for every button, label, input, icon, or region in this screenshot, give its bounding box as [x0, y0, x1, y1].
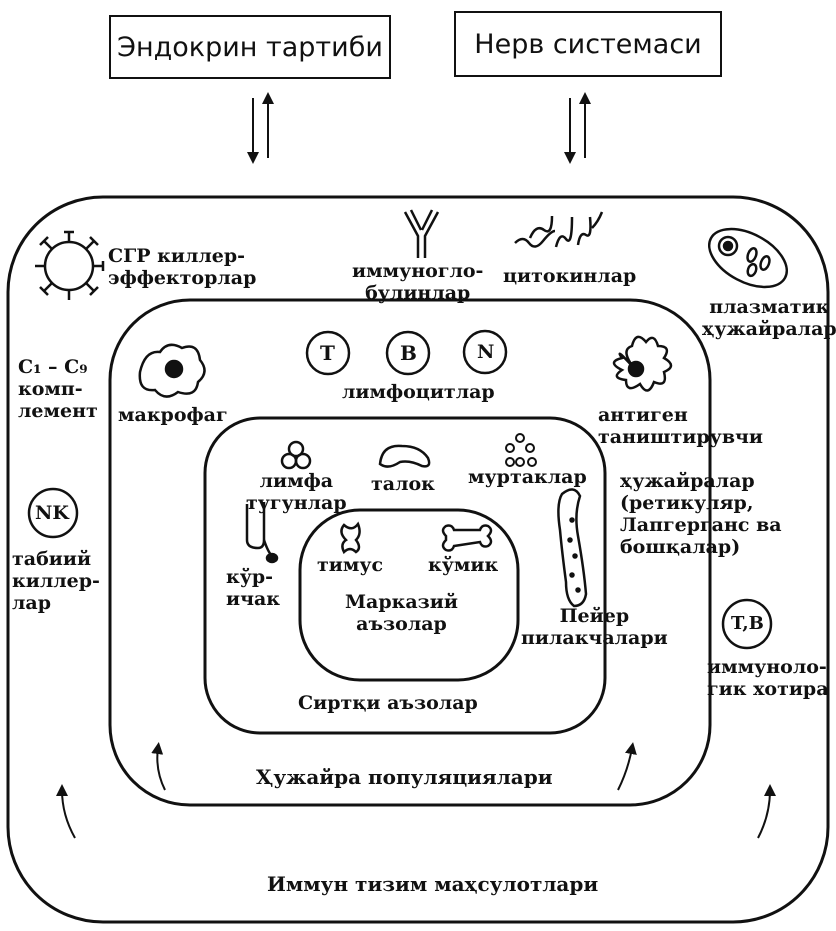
apc-label: антиген таништирувчи: [598, 404, 764, 448]
lymphocyte-b: B: [400, 341, 417, 365]
lymph-node-icon: [280, 440, 312, 470]
lymphocyte-n: N: [477, 341, 495, 363]
peyer-patches-label: Пейер пилакчалари: [521, 605, 668, 649]
plasma-cell-icon: [707, 227, 789, 289]
plasma-cells-label: плазматик ҳужайралар: [702, 296, 836, 340]
middle-ring-title: Ҳужайра популяциялари: [256, 765, 553, 789]
middle-ring: [108, 298, 712, 807]
nk-badge: NK: [35, 502, 69, 524]
core-title: Марказий аъзолар: [345, 591, 458, 635]
outer-ring-title: Иммун тизим маҳсулотлари: [267, 872, 599, 896]
lymphocyte-icons: [305, 329, 508, 376]
lymphocyte-t: T: [320, 341, 335, 365]
immunoglobulin-icon: [403, 209, 440, 258]
bone-icon: [441, 524, 493, 552]
endocrine-label: Эндокрин тартиби: [117, 31, 383, 63]
macrophage-label: макрофаг: [118, 404, 228, 426]
spleen-label: талок: [371, 473, 435, 495]
thymus-label: тимус: [317, 554, 384, 576]
apc-cont-label: ҳужайралар (ретикуляр, Лапгерганс ва бош…: [620, 470, 782, 558]
nervous-system-label: Нерв системаси: [474, 28, 702, 60]
circulation-arrows: [56, 742, 776, 839]
natural-killers-label: табиий киллер- лар: [12, 548, 100, 614]
outer-ring: [6, 195, 830, 924]
appendix-icon: [245, 502, 279, 564]
core-ring: [298, 508, 520, 682]
peyer-patch-icon: [557, 488, 588, 608]
inner-ring-title: Сиртқи аъзолар: [298, 692, 478, 714]
endocrine-box: Эндокрин тартиби: [109, 15, 391, 79]
memory-cell-icon: [721, 598, 773, 650]
immunoglobulins-label: иммуногло- булинлар: [352, 260, 484, 304]
lymph-nodes-label: лимфа тугунлар: [246, 470, 347, 514]
complement-label: C₁ – C₉ комп- лемент: [18, 356, 98, 422]
macrophage-icon: [138, 343, 206, 398]
nk-cell-icon: [27, 487, 79, 539]
cytokines-icon: [514, 211, 604, 248]
antigen-presenting-cell-icon: [612, 335, 673, 392]
spleen-icon: [378, 444, 431, 468]
tonsils-icon: [505, 433, 537, 467]
inner-ring: [203, 416, 607, 735]
nervous-system-box: Нерв системаси: [454, 11, 722, 77]
tonsils-label: муртаклар: [468, 466, 587, 488]
sgr-killer-label: СГР киллер- эффекторлар: [108, 245, 257, 289]
cytokines-label: цитокинлар: [503, 265, 637, 287]
sgr-killer-cell-icon: [35, 230, 105, 300]
endocrine-arrows: [247, 92, 274, 164]
memory-badge: T,B: [731, 613, 764, 634]
nervous-arrows: [564, 92, 591, 164]
appendix-label: кўр- ичак: [226, 566, 281, 610]
lymphocytes-label: лимфоцитлар: [342, 381, 495, 403]
bone-marrow-label: кўмик: [428, 554, 499, 576]
thymus-icon: [340, 521, 361, 555]
immune-memory-label: иммуноло- гик хотира: [707, 656, 829, 700]
